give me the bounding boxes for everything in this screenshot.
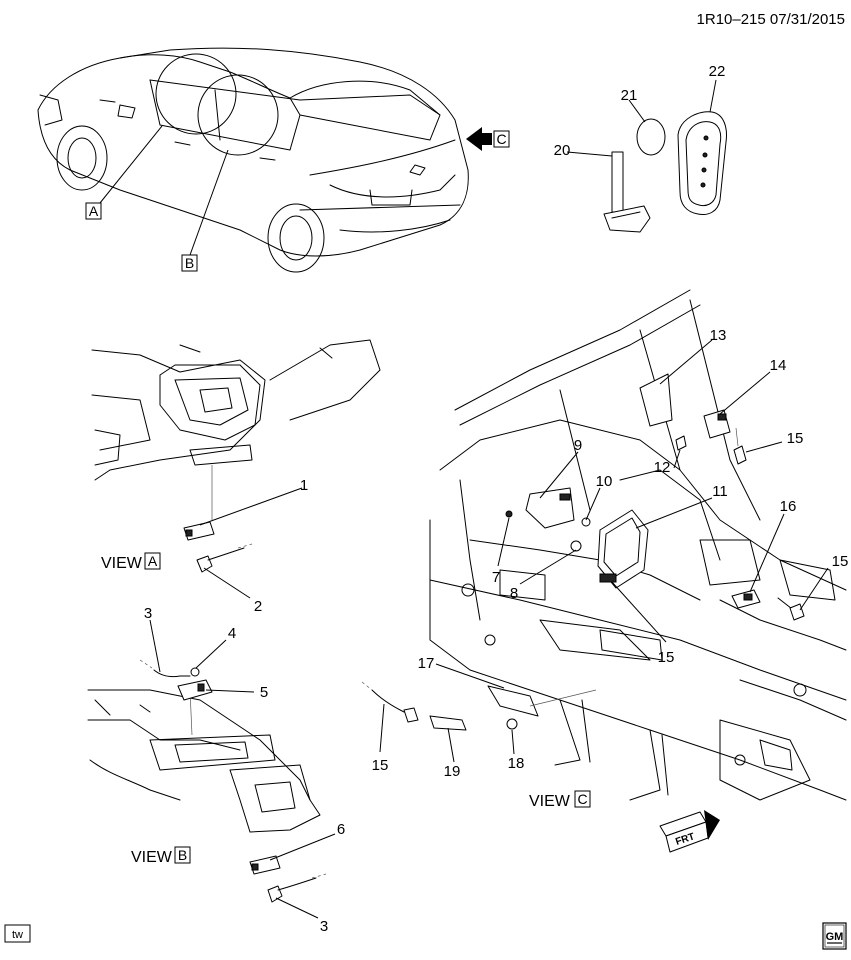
callout-15-c: 15 <box>832 553 849 570</box>
detail-circle-a <box>155 53 237 135</box>
view-ref-c: C <box>496 131 506 147</box>
part-11-module <box>597 509 649 589</box>
callout-20: 20 <box>554 142 571 159</box>
tw-label: tw <box>12 929 23 941</box>
part-19-antenna <box>429 715 467 731</box>
key-battery <box>636 118 666 156</box>
callout-1: 1 <box>300 477 308 494</box>
view-ref-c-box <box>493 130 510 148</box>
part-3-harness-top <box>139 659 191 678</box>
part-9-bracket <box>525 487 575 529</box>
view-a-art <box>91 339 381 520</box>
part-4-screw <box>190 667 200 677</box>
detail-circle-b <box>197 74 279 156</box>
view-ref-b-box <box>181 254 198 272</box>
view-b-letter: B <box>178 847 187 863</box>
callout-2: 2 <box>254 598 262 615</box>
callout-12: 12 <box>654 459 671 476</box>
callout-13: 13 <box>710 327 727 344</box>
diagram-code: 1R10–215 07/31/2015 <box>697 11 845 28</box>
part-8-nut <box>570 540 582 552</box>
arrow-c-icon <box>466 127 492 151</box>
callout-15-b: 15 <box>658 649 675 666</box>
gm-logo-text: GM <box>826 931 844 943</box>
part-16-antenna <box>731 589 761 609</box>
view-c-box <box>574 790 591 808</box>
callout-11: 11 <box>712 483 728 500</box>
part-12-fastener <box>675 435 687 451</box>
callout-21: 21 <box>621 87 638 104</box>
key-blade <box>603 151 651 233</box>
view-a-letter: A <box>148 553 158 569</box>
callout-14: 14 <box>770 357 787 374</box>
callout-18: 18 <box>508 755 525 772</box>
callout-15-d: 15 <box>372 757 389 774</box>
part-2-connector <box>196 543 253 573</box>
gm-logo-icon: GM <box>822 922 847 950</box>
callout-8: 8 <box>510 585 518 602</box>
view-c-letter: C <box>577 791 587 807</box>
part-7-clip <box>505 510 513 518</box>
part-3-connector-bottom <box>267 873 327 903</box>
part-13-bracket <box>639 373 673 427</box>
view-ref-a-box <box>85 202 102 220</box>
part-15-harness-14 <box>733 427 747 465</box>
callout-4: 4 <box>228 625 236 642</box>
callout-22: 22 <box>709 63 726 80</box>
view-b-box <box>174 846 191 864</box>
part-5-module <box>177 679 213 701</box>
callout-6: 6 <box>337 821 345 838</box>
callout-7: 7 <box>492 569 500 586</box>
part-18-nut <box>506 718 518 730</box>
callout-15-a: 15 <box>787 430 804 447</box>
view-c-word: VIEW <box>529 793 571 810</box>
view-ref-a: A <box>89 203 99 219</box>
callout-19: 19 <box>444 763 461 780</box>
callout-9: 9 <box>574 437 582 454</box>
part-15-harness-16 <box>777 597 805 621</box>
callout-3-bottom: 3 <box>320 918 328 935</box>
tw-badge-icon: tw <box>4 924 31 943</box>
view-a-box <box>144 552 161 570</box>
part-1-sensor <box>183 521 215 541</box>
callout-5: 5 <box>260 684 268 701</box>
part-10-nut <box>581 517 591 527</box>
view-ref-b: B <box>185 255 194 271</box>
key-fob <box>677 111 727 215</box>
car-overview <box>37 47 469 273</box>
part-6-sensor <box>249 855 281 875</box>
view-b-word: VIEW <box>131 849 173 866</box>
part-15-harness-19 <box>361 681 419 723</box>
view-a-word: VIEW <box>101 555 143 572</box>
view-b-art <box>87 689 321 833</box>
callout-10: 10 <box>596 473 613 490</box>
part-14-antenna <box>703 409 731 439</box>
callout-16: 16 <box>780 498 797 515</box>
callout-3-top: 3 <box>144 605 152 622</box>
callout-17: 17 <box>418 655 435 672</box>
part-17-bracket <box>487 685 539 717</box>
frt-arrow-icon: FRT <box>659 810 720 853</box>
